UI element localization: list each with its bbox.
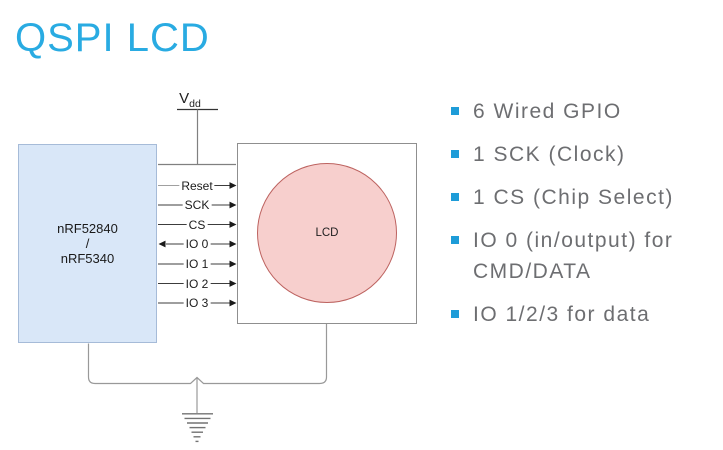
- arrow-right-icon: [229, 201, 237, 209]
- page-title: QSPI LCD: [15, 16, 210, 60]
- signal-label-reset: Reset: [179, 178, 215, 193]
- vdd-letter: V: [179, 90, 190, 107]
- note-text: 1 SCK (Clock): [473, 143, 626, 166]
- bullet-square-icon: [451, 150, 459, 158]
- bullet-square-icon: [451, 107, 459, 115]
- ground-icon: [182, 413, 213, 443]
- signal-label-cs: CS: [186, 217, 208, 232]
- list-item: 6 Wired GPIO: [443, 96, 715, 127]
- chip-label-line: nRF5340: [60, 251, 115, 266]
- list-item: IO 1/2/3 for data: [443, 299, 715, 330]
- vdd-subscript: dd: [189, 98, 201, 110]
- arrow-right-icon: [229, 280, 237, 287]
- note-text: 1 CS (Chip Select): [473, 186, 674, 209]
- signal-label-sck: SCK: [182, 198, 212, 212]
- list-item: 1 SCK (Clock): [443, 139, 715, 170]
- vdd-icon: [177, 108, 218, 164]
- signal-label-io3: IO 3: [183, 296, 211, 310]
- arrow-right-icon: [229, 240, 237, 248]
- signal-label-io0: IO 0: [183, 237, 211, 251]
- vdd-label: Vdd: [162, 90, 218, 110]
- chip-box: nRF52840 / nRF5340: [18, 144, 157, 343]
- lcd-circle: LCD: [257, 163, 397, 303]
- arrow-right-icon: [229, 299, 237, 307]
- chip-label-line: nRF52840: [57, 221, 118, 236]
- chip-label-line: /: [85, 236, 90, 251]
- list-item: 1 CS (Chip Select): [443, 182, 715, 213]
- note-text: 6 Wired GPIO: [473, 100, 622, 123]
- note-text: IO 0 (in/output) for CMD/DATA: [473, 229, 674, 283]
- arrow-right-icon: [229, 260, 237, 268]
- bullet-square-icon: [451, 310, 459, 318]
- note-text: IO 1/2/3 for data: [473, 303, 651, 326]
- notes-list: 6 Wired GPIO 1 SCK (Clock) 1 CS (Chip Se…: [443, 96, 715, 342]
- arrow-right-icon: [229, 182, 237, 189]
- arrow-right-icon: [229, 221, 237, 228]
- arrow-left-icon: [158, 240, 166, 248]
- bullet-square-icon: [451, 193, 459, 201]
- bullet-square-icon: [451, 236, 459, 244]
- signal-label-io1: IO 1: [183, 257, 211, 271]
- list-item: IO 0 (in/output) for CMD/DATA: [443, 225, 715, 287]
- lcd-label: LCD: [315, 227, 339, 239]
- signal-label-io2: IO 2: [183, 276, 211, 291]
